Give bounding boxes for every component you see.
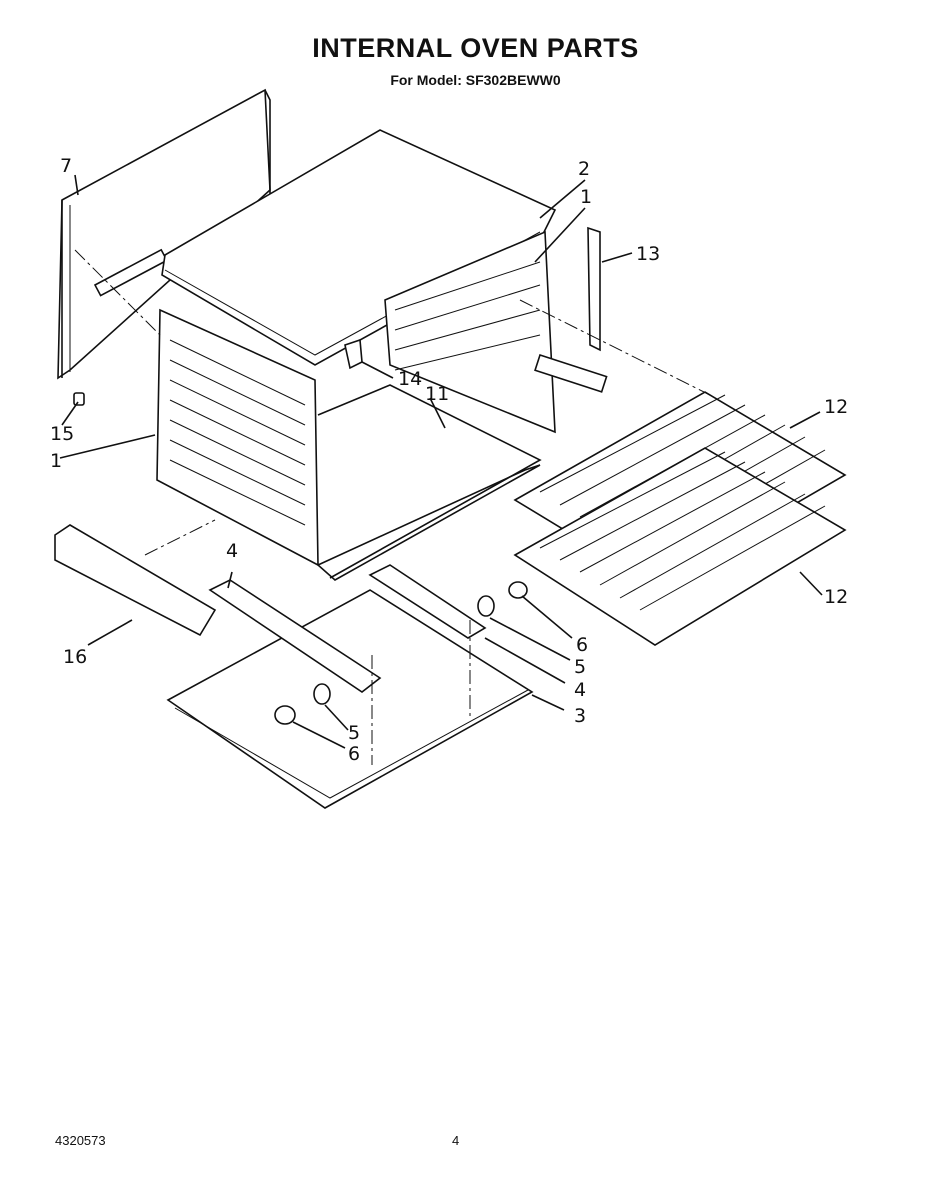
part-rail-right [368, 564, 487, 639]
part-rail-left [208, 579, 382, 693]
part-side-strip [587, 226, 601, 352]
callout-5-right: 5 [574, 656, 586, 678]
callout-3: 3 [574, 705, 586, 727]
part-clip [73, 392, 85, 406]
callout-1-top: 1 [580, 186, 592, 208]
part-number: 4320573 [55, 1133, 106, 1148]
part-vent-duct [54, 524, 217, 637]
part-cavity-floor [316, 384, 542, 581]
part-left-side-panel [156, 308, 319, 567]
callout-labels: 7 2 1 13 14 11 15 1 12 4 16 12 6 5 4 3 5… [50, 155, 848, 765]
callout-16: 16 [63, 646, 87, 668]
callout-5-left: 5 [348, 722, 360, 744]
callout-13: 13 [636, 243, 660, 265]
part-right-side-panel [384, 230, 608, 434]
callout-12-lower: 12 [824, 586, 848, 608]
alignment-lines [74, 249, 711, 765]
callout-12-upper: 12 [824, 396, 848, 418]
page-number: 4 [452, 1133, 460, 1148]
leader-lines [59, 174, 823, 749]
part-knob-right [477, 581, 528, 617]
part-bracket [344, 338, 363, 370]
part-knob-left [274, 683, 331, 725]
callout-4-right: 4 [574, 679, 586, 701]
part-oven-rack-lower [513, 447, 847, 646]
page-title: INTERNAL OVEN PARTS [312, 33, 639, 63]
callout-6-left: 6 [348, 743, 360, 765]
callout-1-left: 1 [50, 450, 62, 472]
callout-6-right: 6 [576, 634, 588, 656]
callout-11: 11 [425, 383, 449, 405]
callout-15: 15 [50, 423, 74, 445]
callout-14: 14 [398, 368, 422, 390]
callout-7: 7 [60, 155, 72, 177]
model-subtitle: For Model: SF302BEWW0 [390, 72, 561, 88]
callout-4-left: 4 [226, 540, 238, 562]
callout-2: 2 [578, 158, 590, 180]
